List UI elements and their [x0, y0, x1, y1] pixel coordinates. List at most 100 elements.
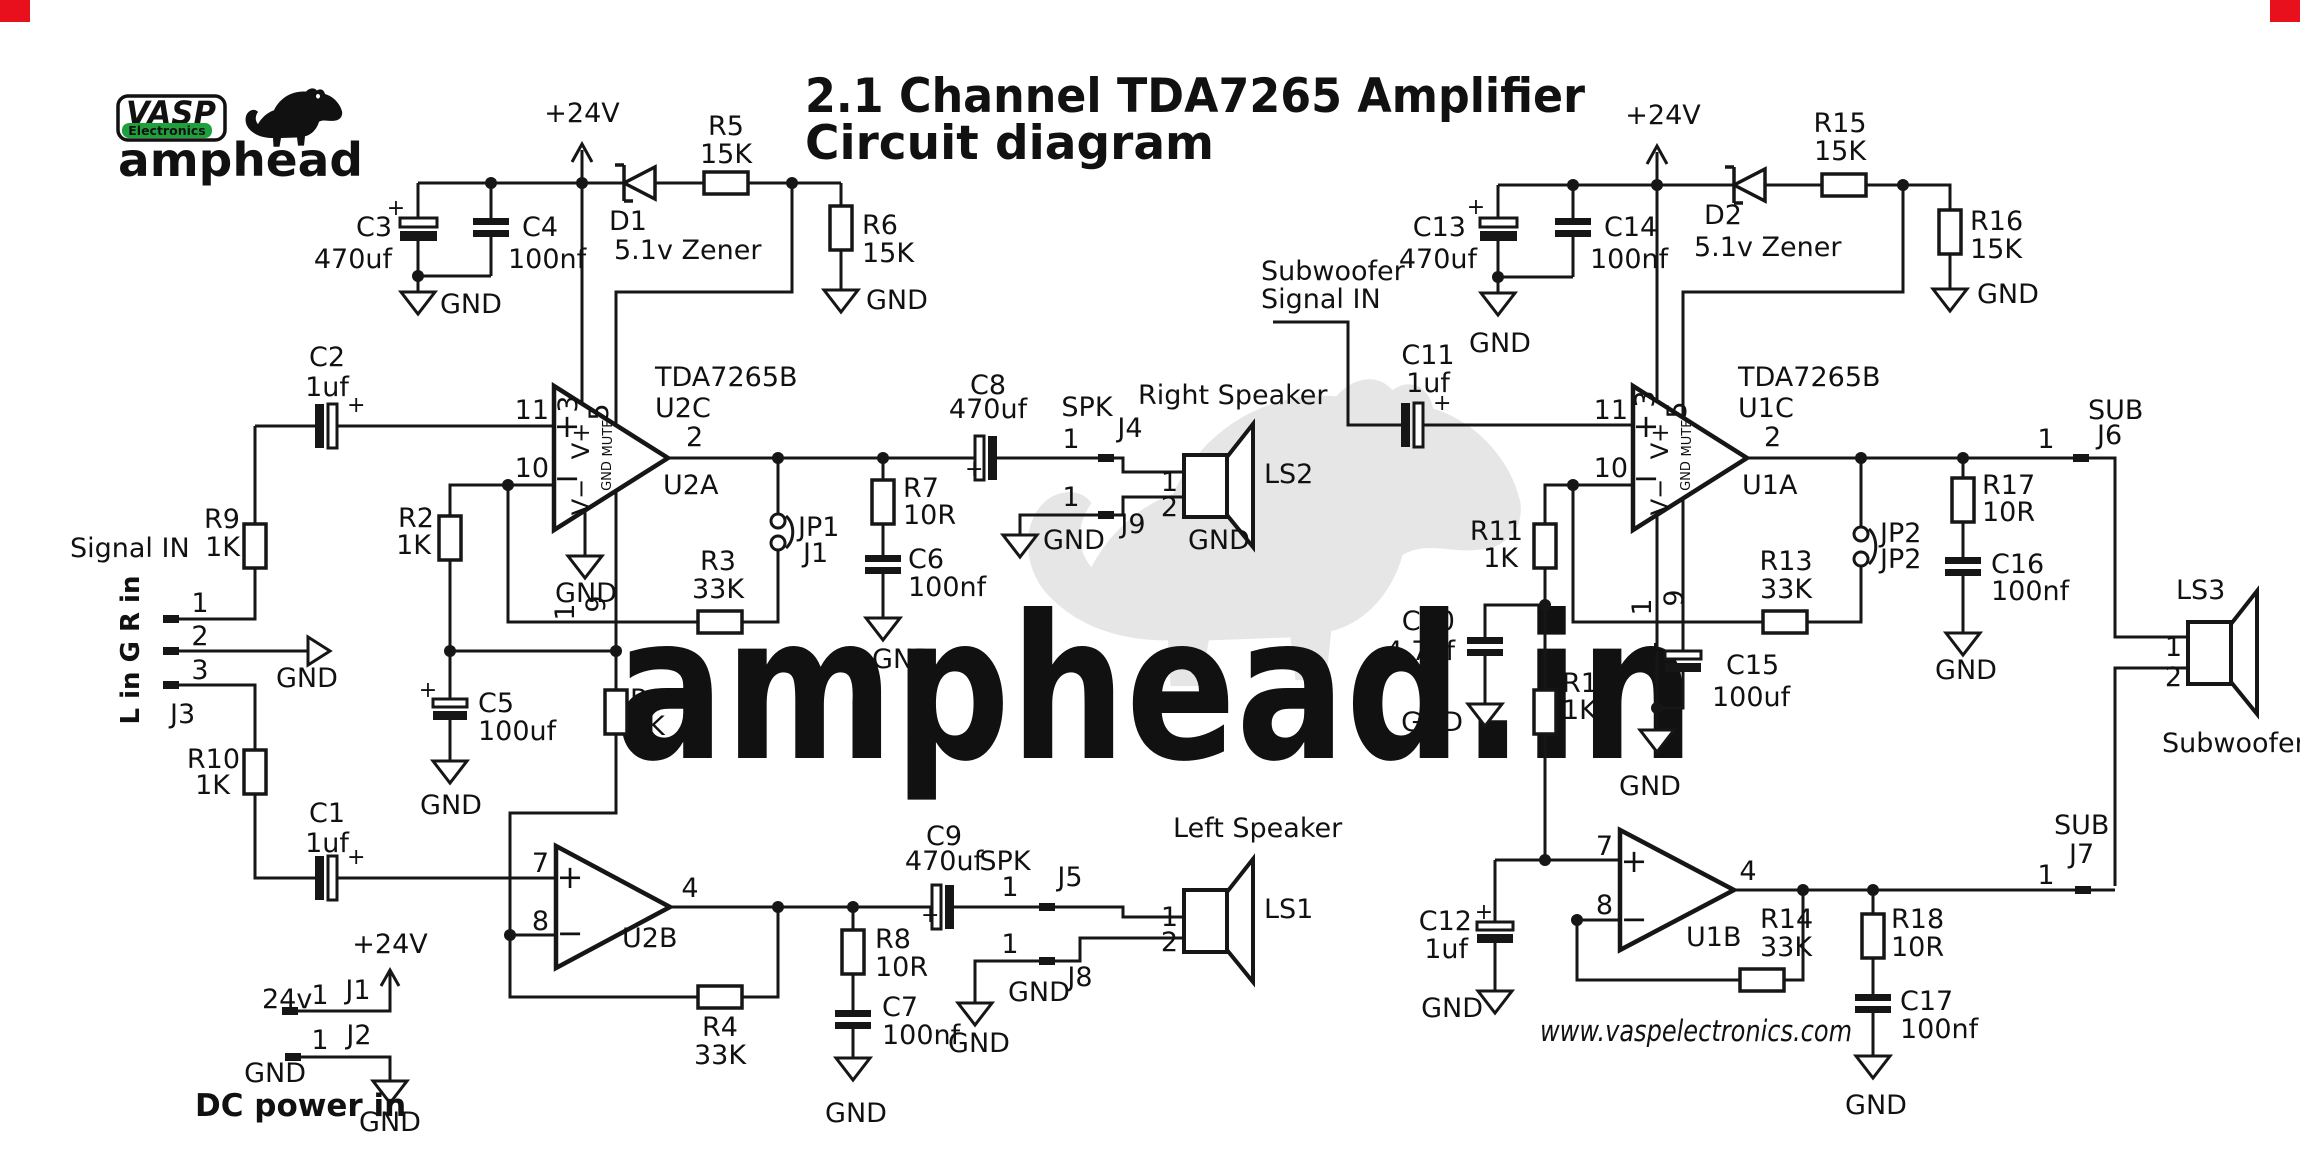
r7-val: 10R: [903, 500, 956, 531]
title-block: 2.1 Channel TDA7265 Amplifier Circuit di…: [805, 69, 1586, 171]
u1b-ref: U1B: [1686, 922, 1741, 953]
subwoofer-in1: Subwoofer: [1261, 256, 1406, 287]
d2-ref: D2: [1704, 200, 1742, 231]
u2c-plus: +: [554, 407, 581, 445]
speakers: [1182, 418, 2259, 988]
u1c-minus: −: [1633, 459, 1660, 497]
input-channels: L in G R in: [116, 576, 146, 725]
c12-val: 1uf: [1424, 934, 1469, 965]
r10-ref: R10: [187, 744, 240, 775]
u2c-part: TDA7265B: [654, 362, 798, 393]
c17-ref: C17: [1900, 986, 1953, 1017]
zener-diodes: [615, 163, 1767, 205]
j5-pin1: 1: [1001, 872, 1018, 903]
r13-ref: R13: [1759, 546, 1812, 577]
corner-mark-left: [0, 0, 30, 22]
r1-val: 1K: [630, 711, 666, 742]
c11-plus: +: [1433, 391, 1451, 416]
c16-val: 100nf: [1991, 576, 2071, 607]
u2c-pin10: 10: [515, 453, 549, 484]
u1c-pin10: 10: [1594, 453, 1628, 484]
j2-ref: J2: [344, 1020, 371, 1051]
r11-val: 1K: [1483, 543, 1519, 574]
u2c-minus: −: [554, 459, 581, 497]
u2c-gnd: GND: [600, 461, 615, 491]
junction-dots: [412, 177, 1969, 941]
u2c-vminus: V−: [567, 479, 595, 516]
gnd-j8: GND: [1008, 977, 1070, 1008]
r8-val: 10R: [875, 952, 928, 983]
signal-in: Signal IN: [70, 533, 190, 564]
spk-left: SPK: [979, 846, 1031, 877]
jp1-j1: J1: [801, 538, 828, 569]
watermark: amphead.in: [615, 379, 1695, 806]
gnd-r16: GND: [1977, 279, 2039, 310]
u2b-plus: +: [557, 858, 584, 896]
jp2-j2: JP2: [1878, 544, 1921, 575]
r7-ref: R7: [903, 473, 939, 504]
r6-val: 15K: [862, 238, 915, 269]
j1-pin1: 1: [311, 980, 328, 1011]
u1a-ref: U1A: [1742, 470, 1798, 501]
dc-power-in-label: DC power in: [195, 1088, 406, 1124]
gnd-c7: GND: [825, 1098, 887, 1129]
u2c-ref: U2C: [655, 393, 711, 424]
c4-ref: C4: [522, 212, 558, 243]
u2c-pin3: 3: [553, 395, 584, 412]
sub-j6-label: SUB: [2088, 395, 2143, 426]
j7-pin1: 1: [2037, 860, 2054, 891]
gnd-j9: GND: [1043, 525, 1105, 556]
c14-ref: C14: [1604, 212, 1657, 243]
u1c-plus: +: [1633, 407, 1660, 445]
logo-sub: Electronics: [128, 123, 205, 138]
opamp-triangles: [551, 381, 1752, 972]
subwoofer-label: Subwoofer: [2162, 728, 2300, 759]
c2-val: 1uf: [305, 372, 350, 403]
c11-ref: C11: [1401, 340, 1454, 371]
r16-val: 15K: [1970, 234, 2023, 265]
plus24v-dc: +24V: [352, 929, 428, 960]
gnd-j2-arrow: GND: [359, 1107, 421, 1138]
r9-val: 1K: [205, 532, 241, 563]
ground-symbols: [306, 287, 1984, 1106]
u1c-vplus: V+: [1646, 423, 1674, 460]
j3-pin2: 2: [191, 621, 208, 652]
u2b-minus: −: [557, 914, 584, 952]
c5-plus: +: [419, 678, 437, 703]
r15-ref: R15: [1813, 108, 1866, 139]
r6-ref: R6: [862, 210, 898, 241]
j5-ref: J5: [1055, 862, 1082, 893]
u2b-ref: U2B: [622, 923, 677, 954]
c3-plus: +: [387, 196, 405, 221]
u1c-part: TDA7265B: [1737, 362, 1881, 393]
c1-ref: C1: [309, 798, 345, 829]
r18-val: 10R: [1891, 932, 1944, 963]
gnd-c12: GND: [1421, 993, 1483, 1024]
u1b-pin7: 7: [1596, 831, 1613, 862]
jp1-ref: JP1: [796, 512, 839, 543]
gnd-c15: GND: [1619, 771, 1681, 802]
c8-val: 470uf: [949, 394, 1029, 425]
j6-pin1: 1: [2037, 424, 2054, 455]
jumpers: [769, 512, 1878, 568]
right-speaker: Right Speaker: [1138, 380, 1328, 411]
u1c-vminus: V−: [1646, 479, 1674, 516]
c9-plus: +: [921, 903, 939, 928]
u1b-minus: −: [1621, 900, 1648, 938]
c13-ref: C13: [1413, 212, 1466, 243]
jp2-ref: JP2: [1878, 518, 1921, 549]
j8-pin1: 1: [1001, 929, 1018, 960]
u2b-pin4: 4: [681, 873, 698, 904]
u2c-pin11: 11: [515, 395, 549, 426]
gnd-j3: GND: [276, 663, 338, 694]
u2c-pin2: 2: [686, 422, 703, 453]
c11-val: 1uf: [1406, 368, 1451, 399]
r2-ref: R2: [398, 503, 434, 534]
c8-plus: +: [965, 457, 983, 482]
r4-ref: R4: [702, 1012, 738, 1043]
d1-val: 5.1v Zener: [614, 235, 762, 266]
u1b-pin8: 8: [1596, 890, 1613, 921]
c9-val: 470uf: [905, 846, 985, 877]
gnd-c17: GND: [1845, 1090, 1907, 1121]
